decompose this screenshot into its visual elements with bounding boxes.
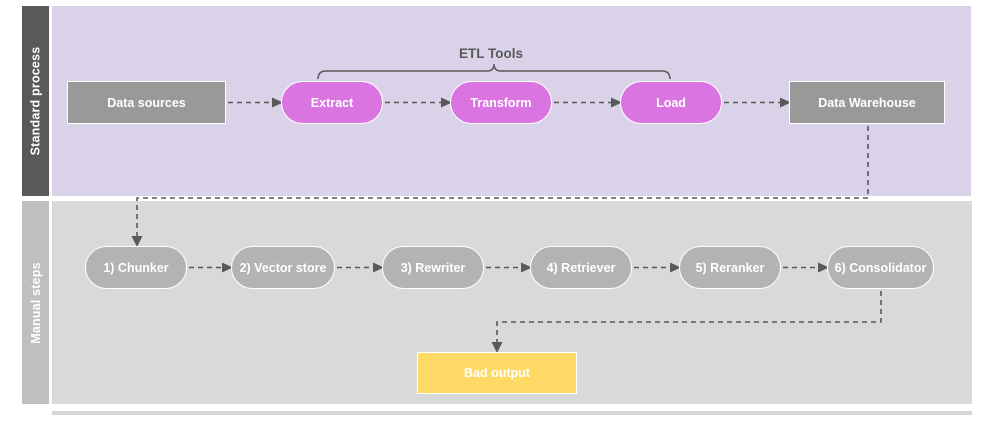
lane-label-manual-steps: Manual steps xyxy=(28,261,43,344)
node-retriever[interactable]: 4) Retriever xyxy=(530,246,632,289)
node-data-warehouse[interactable]: Data Warehouse xyxy=(789,81,945,124)
lane-label-standard-process: Standard process xyxy=(28,46,43,156)
node-label: 1) Chunker xyxy=(103,260,169,275)
lane-header-standard-process: Standard process xyxy=(22,6,49,196)
bottom-divider xyxy=(52,411,972,415)
node-transform[interactable]: Transform xyxy=(450,81,552,124)
lane-header-manual-steps: Manual steps xyxy=(22,201,49,404)
node-label: Data sources xyxy=(107,95,186,110)
node-label: 4) Retriever xyxy=(546,260,616,275)
node-label: 5) Reranker xyxy=(695,260,765,275)
node-reranker[interactable]: 5) Reranker xyxy=(679,246,781,289)
node-label: 3) Rewriter xyxy=(400,260,466,275)
node-label: Data Warehouse xyxy=(818,95,916,110)
node-label: 2) Vector store xyxy=(239,260,327,275)
node-load[interactable]: Load xyxy=(620,81,722,124)
node-label: Bad output xyxy=(464,366,530,380)
node-label: 6) Consolidator xyxy=(834,260,927,275)
node-label: Transform xyxy=(470,95,532,110)
node-vector-store[interactable]: 2) Vector store xyxy=(231,246,335,289)
node-consolidator[interactable]: 6) Consolidator xyxy=(827,246,934,289)
node-extract[interactable]: Extract xyxy=(281,81,383,124)
node-rewriter[interactable]: 3) Rewriter xyxy=(382,246,484,289)
node-label: Extract xyxy=(310,95,354,110)
node-data-sources[interactable]: Data sources xyxy=(67,81,226,124)
node-chunker[interactable]: 1) Chunker xyxy=(85,246,187,289)
node-label: Load xyxy=(656,95,686,110)
etl-tools-label: ETL Tools xyxy=(459,46,523,61)
node-bad-output[interactable]: Bad output xyxy=(417,352,577,394)
